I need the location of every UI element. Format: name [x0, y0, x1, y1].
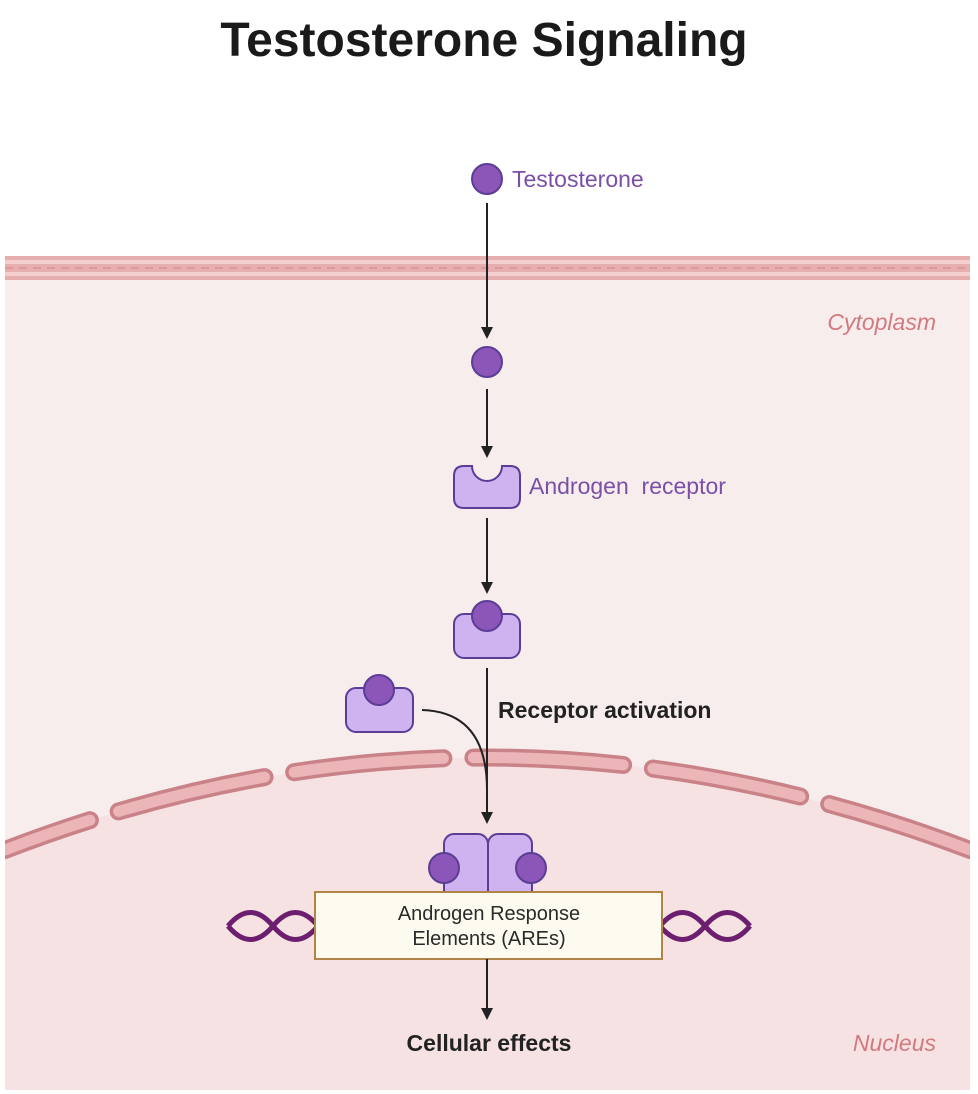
nucleus-label: Nucleus — [853, 1030, 937, 1056]
testosterone-label: Testosterone — [512, 166, 644, 192]
are-box — [314, 891, 663, 960]
receptor-activation-label: Receptor activation — [498, 697, 711, 723]
intracellular-testosterone-icon — [471, 346, 503, 378]
receptor-ligand-complex-icon — [453, 600, 521, 659]
dna-right-icon — [658, 910, 752, 942]
testosterone-molecule-icon — [471, 163, 503, 195]
cellular-effects-label: Cellular effects — [407, 1030, 572, 1056]
are-label-line1: Androgen Response — [398, 903, 580, 925]
androgen-receptor-label: Androgen receptor — [529, 473, 726, 499]
dna-left-icon — [226, 910, 320, 942]
second-receptor-complex-icon — [345, 674, 414, 733]
are-label-line2: Elements (AREs) — [412, 928, 565, 950]
androgen-receptor-icon — [453, 465, 521, 509]
diagram-title: Testosterone Signaling — [220, 14, 747, 67]
cytoplasm-label: Cytoplasm — [827, 309, 936, 335]
arrow-dimerization-curve — [421, 709, 488, 791]
